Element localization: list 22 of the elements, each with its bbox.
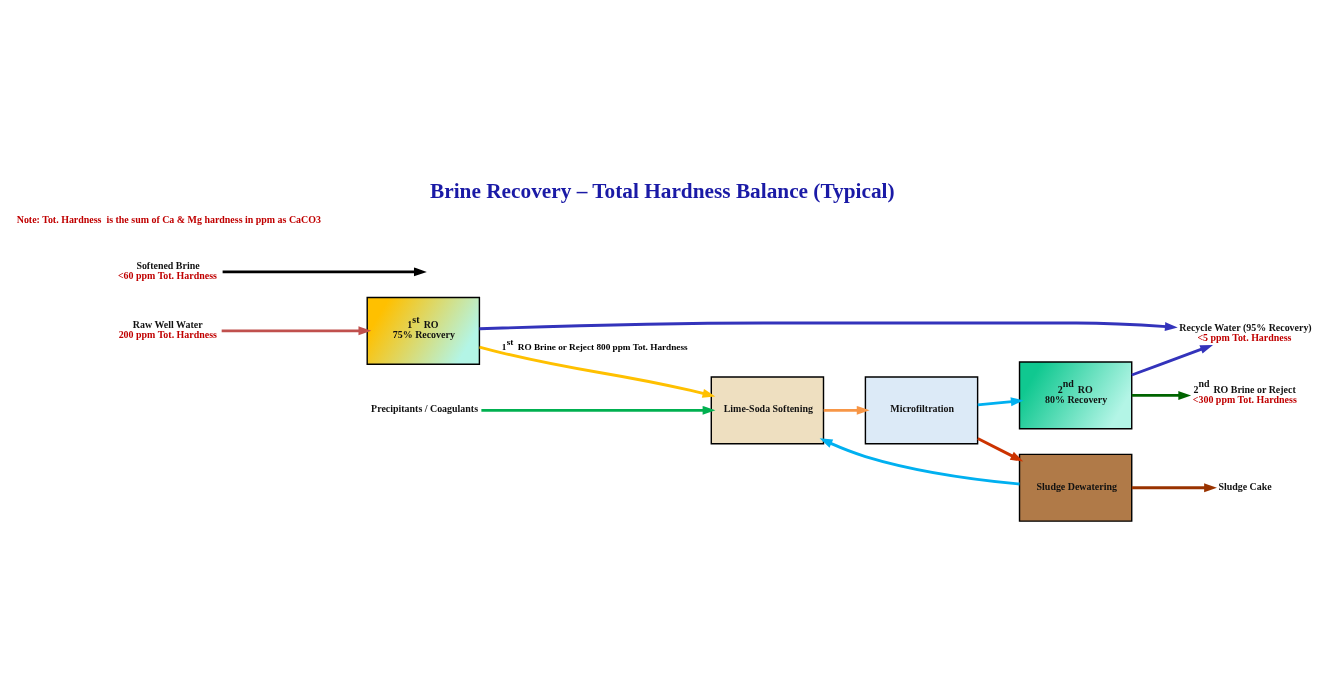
arrow	[977, 397, 1024, 407]
node-text: Recycle Water (95% Recovery) <5 ppm Tot. Hardness	[1179, 321, 1312, 343]
arrow	[819, 438, 1020, 486]
arrow	[823, 405, 870, 415]
node-box: Lime-Soda Softening	[710, 376, 825, 445]
arrow	[1131, 344, 1213, 377]
arrow	[481, 405, 716, 415]
arrow	[222, 267, 427, 277]
diagram-title: Brine Recovery – Total Hardness Balance (Typical)	[430, 179, 895, 204]
arrow	[977, 437, 1024, 462]
arrow	[1131, 390, 1192, 400]
arrow	[221, 326, 372, 336]
node-box: Sludge Dewatering	[1018, 453, 1133, 522]
arrow	[1131, 483, 1217, 493]
node-text: Raw Well Water 200 ppm Tot. Hardness	[118, 319, 217, 341]
node-text: Sludge Cake	[1218, 480, 1272, 492]
arrow	[479, 345, 716, 398]
label: Note: Tot. Hardness is the sum of Ca & Mg hardness in ppm as CaCO3	[16, 213, 321, 225]
node-text: Precipitants / Coagulants	[371, 403, 479, 415]
node-text: Softened Brine <60 ppm Tot. Hardness	[117, 260, 217, 282]
node-box: Microfiltration	[864, 376, 979, 445]
arrow	[479, 321, 1178, 332]
